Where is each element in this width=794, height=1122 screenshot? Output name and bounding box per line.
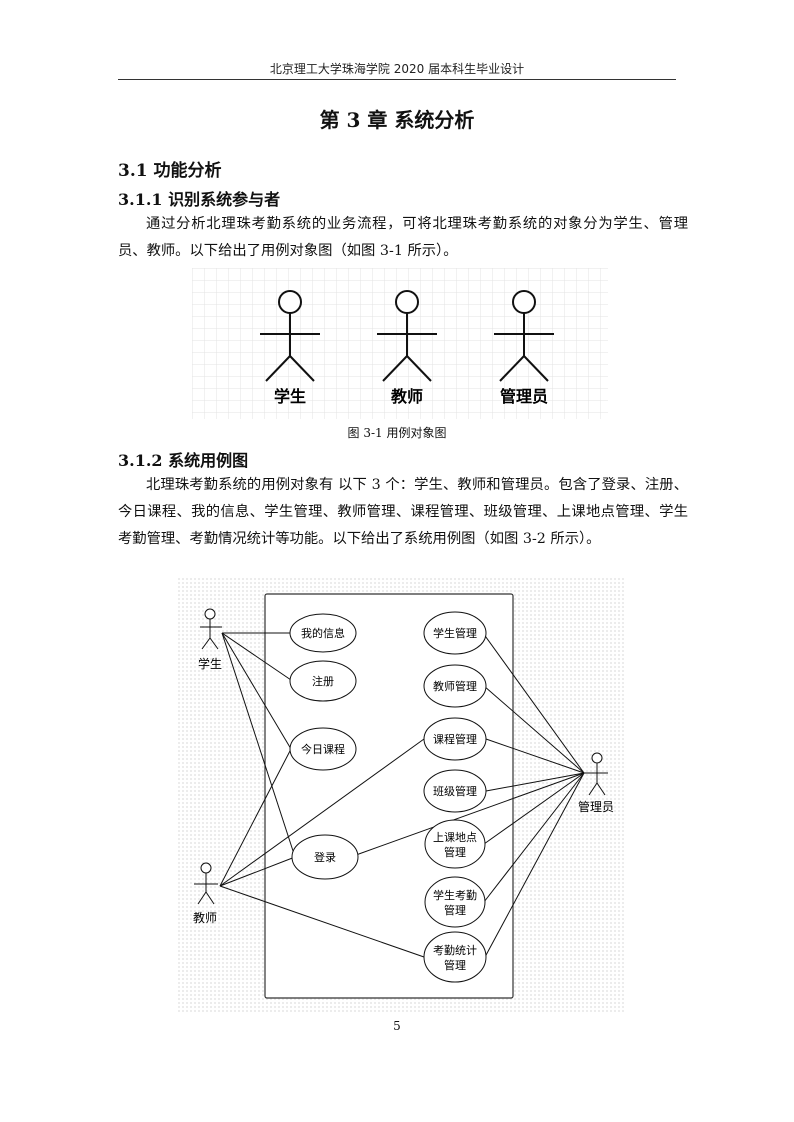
svg-text:考勤统计: 考勤统计 [433,944,477,957]
usecase-student-mgmt: 学生管理 [423,611,487,655]
usecase-teacher-mgmt: 教师管理 [423,664,487,708]
usecase-stats-mgmt: 考勤统计 管理 [423,931,487,983]
actor-label-admin: 管理员 [578,799,614,814]
svg-text:管理: 管理 [444,845,466,859]
svg-text:我的信息: 我的信息 [301,626,345,640]
actor-figure-admin: 管理员 [494,290,554,406]
actor-admin-icon [584,752,608,796]
figure-actors-diagram: 学生 教师 管理员 [192,268,608,419]
actor-label-admin: 管理员 [500,387,548,406]
actor-label-student: 学生 [274,387,306,406]
subsection-heading-2: 3.1.2 系统用例图 [118,451,249,470]
paragraph-1: 通过分析北理珠考勤系统的业务流程，可将北理珠考勤系统的对象分为学生、管理员、教师… [118,216,688,259]
usecase-attendance-mgmt: 学生考勤 管理 [424,876,486,928]
svg-text:管理: 管理 [444,958,466,972]
actor-label-teacher: 教师 [193,910,217,925]
association-lines [219,632,585,958]
svg-text:登录: 登录 [314,850,336,864]
figure-caption-1: 图 3-1 用例对象图 [347,426,447,440]
svg-text:注册: 注册 [312,674,334,688]
running-header: 北京理工大学珠海学院 2020 届本科生毕业设计 [269,62,525,76]
usecase-register: 注册 [289,660,357,702]
actor-teacher-icon [194,862,218,905]
actor-figure-student: 学生 [260,290,320,406]
page-number: 5 [393,1019,401,1033]
svg-text:学生考勤: 学生考勤 [433,888,477,902]
chapter-title: 第 3 章 系统分析 [319,108,475,132]
usecase-login: 登录 [291,834,359,880]
svg-text:今日课程: 今日课程 [301,742,345,756]
svg-text:上课地点: 上课地点 [433,831,477,844]
section-heading: 3.1 功能分析 [118,161,222,181]
svg-text:班级管理: 班级管理 [433,784,477,798]
header-rule [118,79,676,80]
usecase-course-mgmt: 课程管理 [423,717,487,761]
actor-figure-teacher: 教师 [377,290,437,406]
svg-text:管理: 管理 [444,903,466,917]
svg-text:教师管理: 教师管理 [433,679,477,693]
svg-text:学生管理: 学生管理 [433,626,477,640]
usecase-location-mgmt: 上课地点 管理 [424,819,486,869]
actor-student-icon [200,608,222,650]
usecase-my-info: 我的信息 [289,613,357,653]
subsection-heading-1: 3.1.1 识别系统参与者 [118,190,281,209]
actor-label-student: 学生 [198,656,222,671]
usecase-today-course: 今日课程 [289,727,357,771]
actor-label-teacher: 教师 [391,387,423,406]
paragraph-2: 北理珠考勤系统的用例对象有 以下 3 个：学生、教师和管理员。包含了登录、注册、… [118,477,688,547]
svg-text:课程管理: 课程管理 [433,732,477,746]
usecase-class-mgmt: 班级管理 [423,769,487,813]
use-case-diagram: 学生 教师 管理员 我的信息 注册 今日课程 登录 学生管理 教师管理 [178,578,624,1014]
